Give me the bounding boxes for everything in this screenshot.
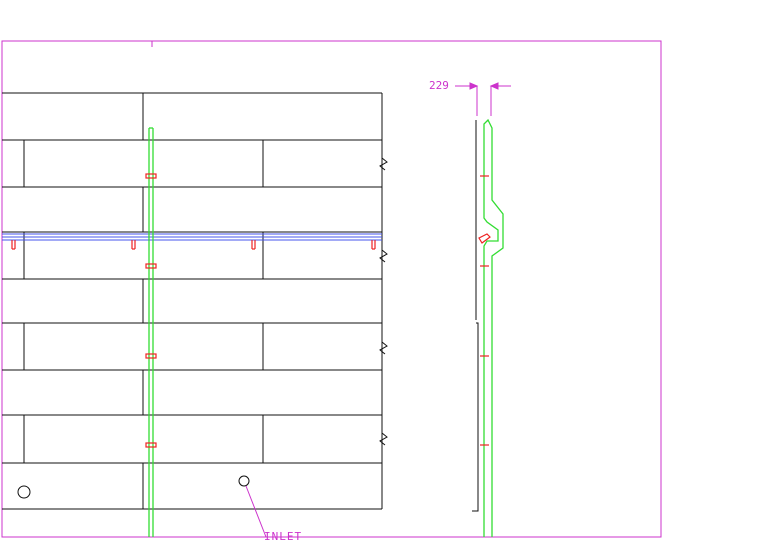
masonry-elevation — [2, 92, 388, 510]
pipe-clamp — [145, 263, 157, 269]
pipe-hanger — [251, 240, 256, 250]
header-pipe — [2, 233, 382, 241]
inlet-label: INLET — [264, 530, 303, 543]
pipe-hanger — [11, 240, 16, 250]
dimension-label: 229 — [429, 79, 449, 92]
pipe-clamps — [145, 173, 157, 448]
drain-pipe-profile — [483, 118, 504, 537]
header-pipe-section — [478, 233, 491, 244]
zigzag-break-icon — [379, 157, 388, 171]
wall-section-outline — [472, 322, 479, 512]
zigzag-break-icon — [379, 341, 388, 355]
drawing-border — [1, 40, 662, 538]
inlet-leader — [245, 485, 267, 538]
pipe-clamp — [145, 173, 157, 179]
vertical-drain-pipe — [148, 127, 154, 537]
pipe-clamp — [145, 442, 157, 448]
pipe-clamp — [145, 353, 157, 359]
zigzag-break-icon — [379, 249, 388, 263]
side-section — [472, 118, 504, 537]
circle-outlet-icon — [17, 485, 31, 499]
circle-outlet-icon — [238, 475, 250, 487]
pipe-hanger — [371, 240, 376, 250]
zigzag-break-icon — [379, 432, 388, 446]
pipe-hanger — [131, 240, 136, 250]
dimension-line — [455, 82, 511, 116]
pipe-hangers — [11, 240, 376, 250]
